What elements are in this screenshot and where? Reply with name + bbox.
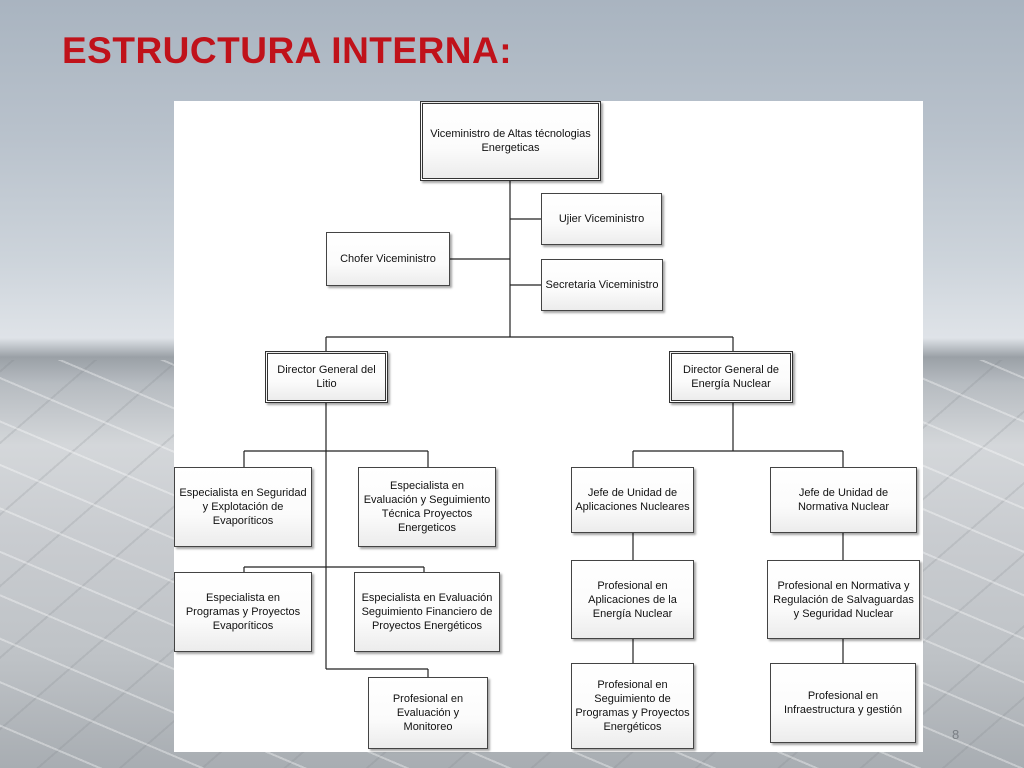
org-chart: Viceministro de Altas técnologias Energe… xyxy=(174,101,923,752)
node-secretaria: Secretaria Viceministro xyxy=(541,259,663,311)
node-jefe-normativa: Jefe de Unidad de Normativa Nuclear xyxy=(770,467,917,533)
node-prof-normativa: Profesional en Normativa y Regulación de… xyxy=(767,560,920,639)
node-prof-seguimiento: Profesional en Seguimiento de Programas … xyxy=(571,663,694,749)
node-prof-monitoreo: Profesional en Evaluación y Monitoreo xyxy=(368,677,488,749)
node-chofer: Chofer Viceministro xyxy=(326,232,450,286)
node-esp-programas: Especialista en Programas y Proyectos Ev… xyxy=(174,572,312,652)
org-chart-connectors xyxy=(243,181,844,677)
node-director-nuclear: Director General de Energía Nuclear xyxy=(669,351,793,403)
node-prof-aplicaciones: Profesional en Aplicaciones de la Energí… xyxy=(571,560,694,639)
node-esp-evaluacion-financiero: Especialista en Evaluación Seguimiento F… xyxy=(354,572,500,652)
node-director-litio: Director General del Litio xyxy=(265,351,388,403)
node-ujier: Ujier Viceministro xyxy=(541,193,662,245)
node-jefe-aplicaciones: Jefe de Unidad de Aplicaciones Nucleares xyxy=(571,467,694,533)
node-esp-seguridad: Especialista en Seguridad y Explotación … xyxy=(174,467,312,547)
node-prof-infraestructura: Profesional en Infraestructura y gestión xyxy=(770,663,916,743)
slide-number: 8 xyxy=(952,727,960,742)
slide-title: ESTRUCTURA INTERNA: xyxy=(62,30,513,71)
node-esp-evaluacion-tecnica: Especialista en Evaluación y Seguimiento… xyxy=(358,467,496,547)
node-viceministro: Viceministro de Altas técnologias Energe… xyxy=(420,101,601,181)
